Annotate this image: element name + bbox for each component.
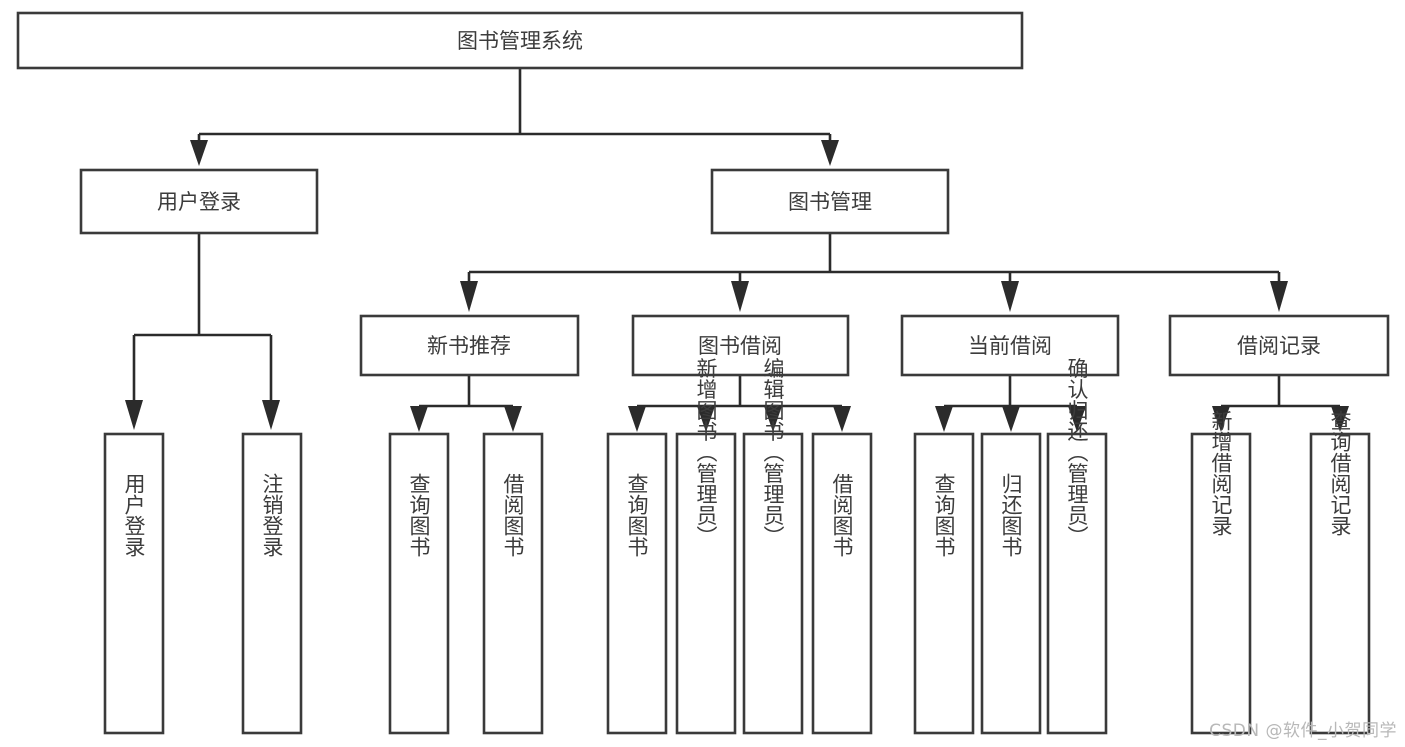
arrowhead-br-leaf1 [1212, 406, 1230, 432]
leaf-bookborrow-borrow-label: 借阅图书 [830, 473, 854, 557]
leaf-currentborrow-query[interactable]: 查询图书 [913, 432, 975, 735]
arrowhead-br-leaf2 [1331, 406, 1349, 432]
leaf-currentborrow-query-box [913, 432, 975, 735]
leaf-bookborrow-edit[interactable]: 编辑图书（管理员） [742, 358, 804, 735]
leaf-bookborrow-borrow-box [811, 432, 873, 735]
node-root-box [16, 11, 1024, 70]
leaf-bookborrow-edit-label: 编辑图书（管理员） [761, 358, 785, 547]
leaf-borrowrecord-query-label: 查询借阅记录 [1328, 410, 1352, 536]
leaf-user-login-login-box [103, 432, 165, 735]
leaf-newbook-query-box [388, 432, 450, 735]
node-root-system[interactable]: 图书管理系统 [16, 11, 1024, 70]
leaf-bookborrow-query-label: 查询图书 [625, 473, 649, 557]
leaf-bookborrow-add-label: 新增图书（管理员） [694, 358, 718, 547]
leaf-newbook-borrow[interactable]: 借阅图书 [482, 432, 544, 735]
leaf-currentborrow-query-label: 查询图书 [932, 473, 956, 557]
leaf-currentborrow-return-label: 归还图书 [999, 473, 1023, 557]
arrowhead-bookborrow [731, 281, 749, 312]
node-book-borrow-label: 图书借阅 [698, 334, 782, 358]
node-book-borrow[interactable]: 图书借阅 [631, 314, 850, 377]
node-book-borrow-box [631, 314, 850, 377]
arrowhead-nb-leaf1 [410, 406, 428, 432]
leaf-bookborrow-edit-box [742, 432, 804, 735]
leaf-borrowrecord-add-box [1190, 432, 1252, 735]
arrowhead-user-login [190, 140, 208, 166]
leaf-bookborrow-add[interactable]: 新增图书（管理员） [675, 358, 737, 735]
leaf-bookborrow-query[interactable]: 查询图书 [606, 432, 668, 735]
leaf-user-login-login[interactable]: 用户登录 [103, 432, 165, 735]
node-book-management[interactable]: 图书管理 [710, 168, 950, 235]
arrowhead-cb-leaf2 [1002, 406, 1020, 432]
leaf-bookborrow-add-box [675, 432, 737, 735]
node-borrow-record-box [1168, 314, 1390, 377]
node-new-book-recommend-label: 新书推荐 [427, 334, 511, 358]
node-user-login-box [79, 168, 319, 235]
arrowhead-book-manage [821, 140, 839, 166]
arrowhead-currentborrow [1001, 281, 1019, 312]
leaf-bookborrow-borrow[interactable]: 借阅图书 [811, 432, 873, 735]
arrowhead-ul-leaf1 [125, 400, 143, 430]
leaf-newbook-borrow-box [482, 432, 544, 735]
node-root-label: 图书管理系统 [457, 29, 583, 53]
arrowhead-bb-leaf2 [697, 406, 715, 432]
node-current-borrow-label: 当前借阅 [968, 334, 1052, 358]
node-borrow-record[interactable]: 借阅记录 [1168, 314, 1390, 377]
leaf-currentborrow-confirm-label: 确认归还（管理员） [1065, 358, 1089, 547]
leaf-borrowrecord-query[interactable]: 查询借阅记录 [1309, 410, 1371, 735]
leaf-user-login-logout-label: 注销登录 [260, 473, 284, 557]
leaf-bookborrow-query-box [606, 432, 668, 735]
node-current-borrow[interactable]: 当前借阅 [900, 314, 1120, 377]
arrowhead-cb-leaf1 [935, 406, 953, 432]
leaf-currentborrow-confirm[interactable]: 确认归还（管理员） [1046, 358, 1108, 735]
node-book-management-label: 图书管理 [788, 190, 872, 214]
arrowhead-cb-leaf3 [1068, 406, 1086, 432]
leaf-newbook-query-label: 查询图书 [407, 473, 431, 557]
leaf-borrowrecord-add-label: 新增借阅记录 [1209, 410, 1233, 536]
node-borrow-record-label: 借阅记录 [1237, 334, 1321, 358]
node-user-login-label: 用户登录 [157, 190, 241, 214]
node-new-book-recommend[interactable]: 新书推荐 [359, 314, 580, 377]
arrowhead-newbook [460, 281, 478, 312]
leaf-currentborrow-return[interactable]: 归还图书 [980, 432, 1042, 735]
node-new-book-recommend-box [359, 314, 580, 377]
leaf-borrowrecord-add[interactable]: 新增借阅记录 [1190, 410, 1252, 735]
connector-layer [125, 68, 1349, 432]
leaf-currentborrow-return-box [980, 432, 1042, 735]
arrowhead-bb-leaf3 [764, 406, 782, 432]
arrowhead-bb-leaf1 [628, 406, 646, 432]
arrowhead-borrowrecord [1270, 281, 1288, 312]
leaf-newbook-query[interactable]: 查询图书 [388, 432, 450, 735]
csdn-watermark: CSDN @软件_小贺同学 [1209, 721, 1397, 741]
leaf-borrowrecord-query-box [1309, 432, 1371, 735]
leaf-user-login-login-label: 用户登录 [122, 473, 146, 557]
arrowhead-nb-leaf2 [504, 406, 522, 432]
arrowhead-ul-leaf2 [262, 400, 280, 430]
leaf-currentborrow-confirm-box [1046, 432, 1108, 735]
leaf-newbook-borrow-label: 借阅图书 [501, 473, 525, 557]
arrowhead-bb-leaf4 [833, 406, 851, 432]
node-current-borrow-box [900, 314, 1120, 377]
leaf-user-login-logout-box [241, 432, 303, 735]
node-user-login[interactable]: 用户登录 [79, 168, 319, 235]
node-book-management-box [710, 168, 950, 235]
leaf-user-login-logout[interactable]: 注销登录 [241, 432, 303, 735]
